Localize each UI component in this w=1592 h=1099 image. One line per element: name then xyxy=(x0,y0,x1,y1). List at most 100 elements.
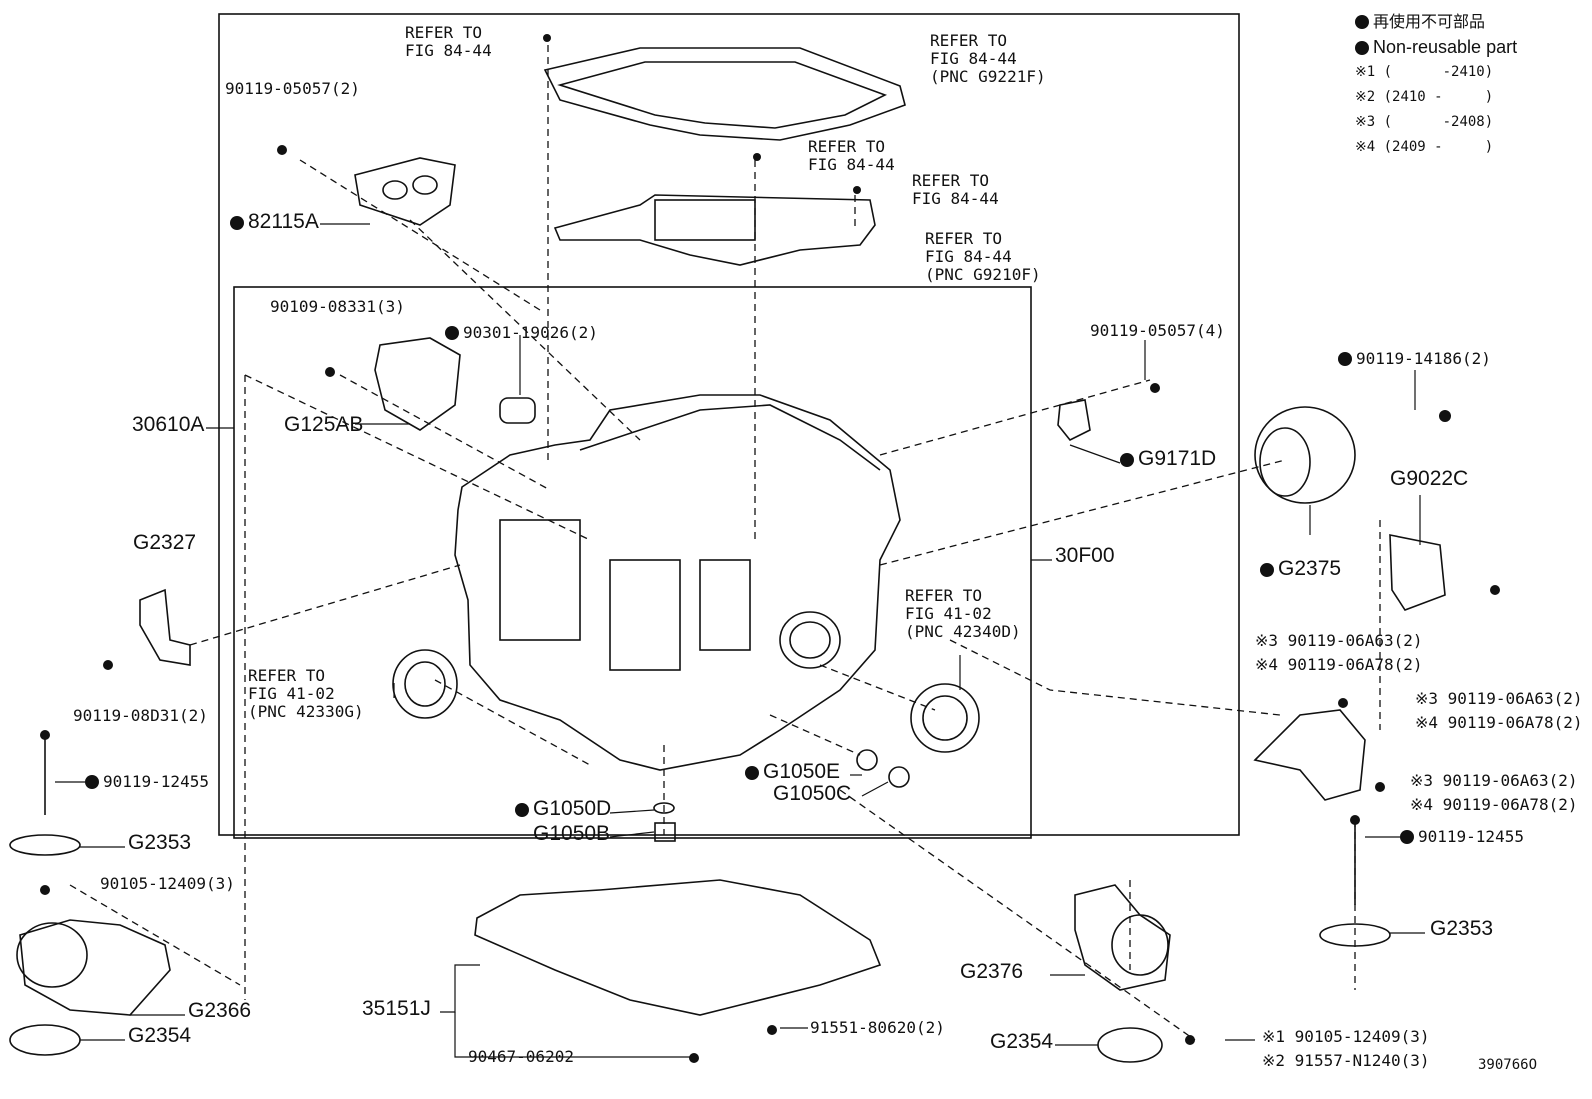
part-label-g9171d: G9171D xyxy=(1120,448,1216,469)
outer-assembly-frame xyxy=(218,13,1240,836)
part-label-g2353-right: G2353 xyxy=(1430,917,1494,940)
g1050d-gasket xyxy=(653,802,675,814)
part-label-g125ab: G125AB xyxy=(284,413,364,436)
part-label-12409-left: 90105-12409(3) xyxy=(100,874,235,893)
part-label-a63-3: ※3 90119-06A63(2) xyxy=(1410,771,1578,790)
bolt-mid-2 xyxy=(853,186,861,194)
non-reusable-dot-icon xyxy=(515,803,529,817)
part-label-a63-2: ※3 90119-06A63(2) xyxy=(1415,689,1583,708)
part-label-a78-3: ※4 90119-06A78(2) xyxy=(1410,795,1578,814)
dash-line-15 xyxy=(879,379,1151,456)
housing-bore-inner xyxy=(789,621,831,659)
oil-cooler-mid xyxy=(374,337,461,431)
mount-pulley xyxy=(1254,406,1356,504)
part-label-12409-right: ※1 90105-12409(3) xyxy=(1262,1027,1430,1046)
diagram-id: 390766O xyxy=(1478,1057,1538,1073)
oil-cooler-port-2 xyxy=(412,175,438,195)
part-label-12455-left: 90119-12455 xyxy=(85,773,209,791)
part-label-91557: ※2 91557-N1240(3) xyxy=(1262,1051,1430,1070)
non-reusable-dot-icon xyxy=(745,766,759,780)
dash-line-11 xyxy=(819,664,936,711)
o-ring xyxy=(499,397,536,424)
dash-line-7 xyxy=(189,564,461,646)
bolt-a63-1 xyxy=(1490,585,1500,595)
g2354-left xyxy=(9,1024,81,1056)
part-label-14186: 90119-14186(2) xyxy=(1338,350,1491,368)
ref-label-mid-3: REFER TO FIG 84-44 (PNC G9210F) xyxy=(925,229,1041,284)
valve-body-plate xyxy=(654,199,756,241)
dash-line-8 xyxy=(244,374,591,541)
non-reusable-dot-icon xyxy=(1120,453,1134,467)
oil-seal-right xyxy=(910,683,980,753)
valve-body-cover xyxy=(553,194,876,266)
legend-en: Non-reusable part xyxy=(1373,37,1518,57)
ref-label-mid-1: REFER TO FIG 84-44 xyxy=(808,137,895,174)
dash-line-6 xyxy=(339,374,551,491)
g1050b-plug xyxy=(654,822,676,842)
g2376-bushing xyxy=(1111,914,1169,976)
legend-note-2: ※2 (2410 - ) xyxy=(1355,89,1494,105)
ref-label-top-right: REFER TO FIG 84-44 (PNC G9221F) xyxy=(930,31,1046,86)
engine-undercover xyxy=(474,879,882,1016)
non-reusable-dot-icon xyxy=(1400,830,1414,844)
part-label-g1050b: G1050B xyxy=(533,822,611,845)
dash-line-18 xyxy=(839,789,1196,1041)
part-label-19026: 90301-19026(2) xyxy=(445,324,598,342)
part-label-g2376: G2376 xyxy=(960,960,1024,983)
dash-line-14 xyxy=(879,459,1286,566)
non-reusable-dot-icon xyxy=(230,216,244,230)
bolt-head-left xyxy=(40,730,50,740)
dash-line-16 xyxy=(69,884,241,986)
ref-label-4102-left: REFER TO FIG 41-02 (PNC 42330G) xyxy=(248,666,364,721)
bolt-08331 xyxy=(325,367,335,377)
part-label-91551: 91551-80620(2) xyxy=(810,1018,945,1037)
legend-row-jp: 再使用不可部品 xyxy=(1355,10,1517,35)
part-label-12455-right: 90119-12455 xyxy=(1400,828,1524,846)
bolt-90467 xyxy=(689,1053,699,1063)
bolt-05057-2 xyxy=(277,145,287,155)
bolt-08d31 xyxy=(103,660,113,670)
oil-cooler-port-1 xyxy=(382,180,408,200)
non-reusable-dot-icon xyxy=(85,775,99,789)
non-reusable-dot-icon xyxy=(445,326,459,340)
ref-label-mid-2: REFER TO FIG 84-44 xyxy=(912,171,999,208)
legend: 再使用不可部品 Non-reusable part ※1 ( -2410) ※2… xyxy=(1355,10,1517,160)
bolt-head-right xyxy=(1350,815,1360,825)
part-label-g2353-left: G2353 xyxy=(128,831,192,854)
part-label-82115a: 82115A xyxy=(230,211,319,232)
part-label-35151j: 35151J xyxy=(362,997,431,1020)
housing-rib-3 xyxy=(699,559,751,651)
oil-pan-cover xyxy=(543,47,906,141)
part-label-a63-1: ※3 90119-06A63(2) xyxy=(1255,631,1423,650)
left-mount-bushing xyxy=(16,922,88,988)
bolt-12409-left xyxy=(40,885,50,895)
g2327-bracket xyxy=(139,588,191,666)
inner-assembly-frame xyxy=(233,286,1032,839)
bolt-top xyxy=(543,34,551,42)
dash-line-12 xyxy=(769,714,861,756)
part-label-05057-4: 90119-05057(4) xyxy=(1090,321,1225,340)
housing-bore xyxy=(779,611,841,669)
rear-mount-bracket xyxy=(1253,709,1366,801)
g9022c-bracket xyxy=(1389,534,1446,611)
bolt-12409-right xyxy=(1185,1035,1195,1045)
transaxle-housing xyxy=(454,394,901,771)
part-label-a78-1: ※4 90119-06A78(2) xyxy=(1255,655,1423,674)
part-label-90467: 90467-06202 xyxy=(468,1047,574,1066)
housing-flange xyxy=(579,404,881,471)
part-label-g1050e: G1050E xyxy=(745,761,840,782)
part-label-08331: 90109-08331(3) xyxy=(270,297,405,316)
oil-pan-cover-inner xyxy=(557,61,888,129)
bolt-a63-3 xyxy=(1375,782,1385,792)
part-label-g2354-left: G2354 xyxy=(128,1024,192,1047)
oil-cooler-upper xyxy=(354,157,456,226)
legend-note-1: ※1 ( -2410) xyxy=(1355,64,1494,80)
part-label-g1050c: G1050C xyxy=(773,782,852,805)
part-label-a78-2: ※4 90119-06A78(2) xyxy=(1415,713,1583,732)
leader-g9171d xyxy=(1069,444,1121,464)
legend-jp: 再使用不可部品 xyxy=(1373,14,1486,31)
g2353-left xyxy=(9,834,81,856)
dash-line-5 xyxy=(409,219,641,441)
legend-note-4: ※4 (2409 - ) xyxy=(1355,139,1494,155)
part-label-05057-2: 90119-05057(2) xyxy=(225,79,360,98)
